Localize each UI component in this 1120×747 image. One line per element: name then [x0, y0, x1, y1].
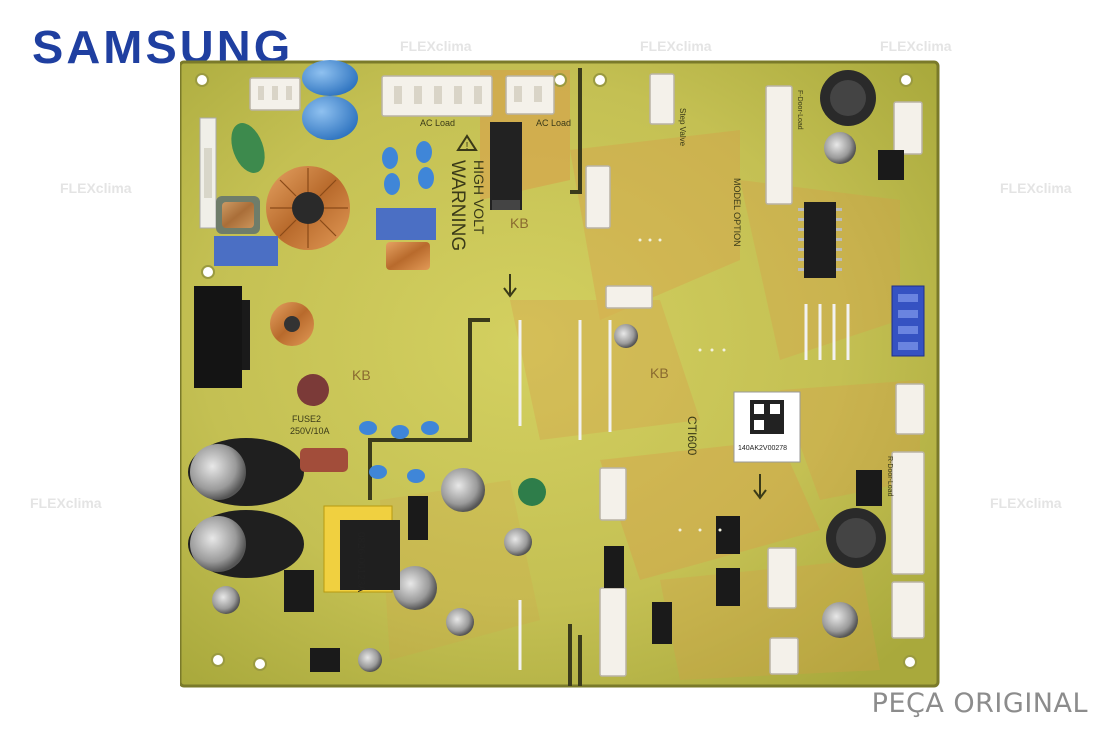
- bridge-rectifier: [194, 286, 242, 388]
- blue-filter-1: [214, 236, 278, 266]
- watermark-2: FLEXclima: [640, 38, 712, 54]
- ceramic-caps: [359, 141, 439, 483]
- warning-title: WARNING: [447, 160, 468, 251]
- ac-load-label-right: AC Load: [536, 118, 571, 128]
- relay-black: [490, 122, 522, 210]
- transformer: 0826-00123A: [323, 505, 400, 593]
- pin-headers: [518, 304, 850, 670]
- x-capacitor-1: [302, 60, 358, 96]
- step-valve-label: Step Valve: [678, 108, 687, 147]
- board-dividers: [368, 68, 582, 686]
- pcb-board: ! WARNING HIGH VOLT AC Load AC Load: [178, 60, 940, 688]
- mounting-holes: [195, 73, 917, 671]
- varistor: [231, 123, 265, 173]
- qr-sticker: 140AK2V00278: [733, 391, 801, 463]
- watermark-5: FLEXclima: [1000, 180, 1072, 196]
- silkscreen-dots: [638, 238, 726, 532]
- warning-sub: HIGH VOLT: [471, 160, 487, 235]
- svg-text:140AK2V00278: 140AK2V00278: [738, 445, 787, 452]
- ic-chip: [804, 202, 836, 278]
- fuse2-label: FUSE2: [292, 414, 321, 424]
- blue-filter-2: [376, 208, 436, 240]
- x-capacitor-2: [302, 96, 358, 140]
- svg-text:0826-00123A: 0826-00123A: [355, 532, 366, 592]
- arrow-markings: [503, 274, 767, 500]
- original-part-badge: PEÇA ORIGINAL: [871, 688, 1088, 719]
- model-option-label: MODEL OPTION: [732, 178, 742, 247]
- fuse2: [297, 374, 329, 406]
- svg-text:!: !: [466, 141, 469, 152]
- toroidal-inductor: [266, 166, 350, 250]
- watermark-6: FLEXclima: [30, 495, 102, 511]
- warning-marking: ! WARNING HIGH VOLT: [447, 134, 487, 251]
- main-capacitors: [188, 438, 304, 578]
- kb-mark-3: KB: [650, 365, 669, 381]
- kb-mark-1: KB: [510, 215, 529, 231]
- film-cap: [300, 448, 348, 472]
- cti-label: CTI600: [685, 416, 699, 456]
- electrolytic-caps: [212, 70, 886, 672]
- watermark-1: FLEXclima: [400, 38, 472, 54]
- watermark-4: FLEXclima: [60, 180, 132, 196]
- fan-label: F-Door-Load: [796, 90, 803, 130]
- inductor-small: [386, 242, 430, 270]
- watermark-3: FLEXclima: [880, 38, 952, 54]
- ac-load-label-left: AC Load: [420, 118, 455, 128]
- watermark-7: FLEXclima: [990, 495, 1062, 511]
- green-cap: [518, 478, 546, 506]
- connectors-right: [585, 73, 925, 677]
- fuse2-rating: 250V/10A: [290, 426, 330, 436]
- black-modules: [284, 150, 904, 672]
- kb-mark-2: KB: [352, 367, 371, 383]
- ref-label: R-Door-Load: [886, 456, 893, 497]
